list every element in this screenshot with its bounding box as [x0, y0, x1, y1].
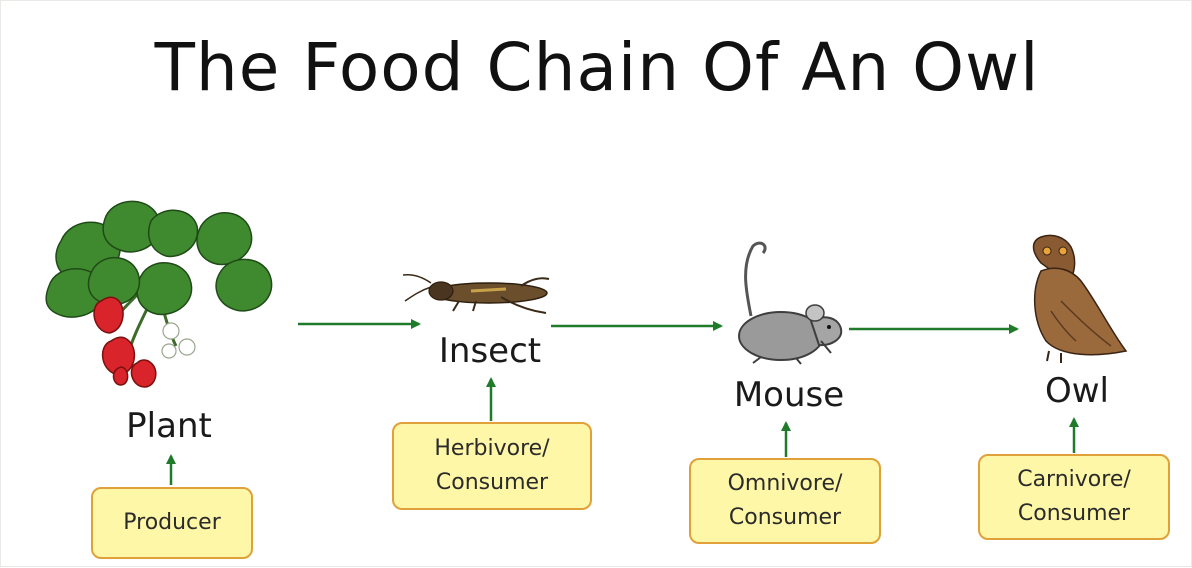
mouse-label: Mouse: [734, 375, 844, 415]
role-line: Omnivore/: [728, 467, 843, 501]
role-line: Consumer: [1018, 497, 1130, 531]
insect-label: Insect: [439, 331, 541, 371]
flow-arrows: [298, 324, 1017, 329]
owl-icon: [1034, 235, 1127, 363]
herbivore-role-box: Herbivore/ Consumer: [392, 422, 592, 510]
owl-label: Owl: [1045, 371, 1109, 411]
carnivore-role-box: Carnivore/ Consumer: [978, 454, 1170, 540]
strawberry-plant-icon: [46, 201, 271, 387]
role-arrows: [171, 379, 1074, 485]
role-line: Carnivore/: [1017, 463, 1131, 497]
role-line: Consumer: [436, 466, 548, 500]
role-line: Producer: [123, 506, 221, 540]
mouse-icon: [739, 243, 841, 364]
plant-label: Plant: [126, 406, 212, 446]
role-line: Herbivore/: [434, 432, 549, 466]
insect-icon: [403, 275, 549, 313]
producer-role-box: Producer: [91, 487, 253, 559]
omnivore-role-box: Omnivore/ Consumer: [689, 458, 881, 544]
role-line: Consumer: [729, 501, 841, 535]
